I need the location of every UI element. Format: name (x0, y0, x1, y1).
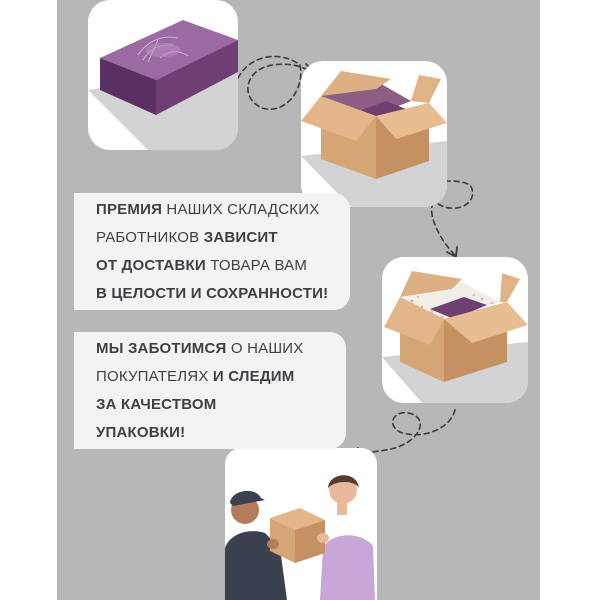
delivery-card (225, 448, 377, 600)
purple-gift-box-icon (88, 20, 238, 150)
regular-text: ТОВАРА ВАМ (205, 256, 308, 274)
bold-text: ЗА КАЧЕСТВОМ (96, 395, 217, 413)
bold-text: И СЛЕДИМ (212, 367, 295, 385)
packaging-care-message: МЫ ЗАБОТИМСЯ О НАШИХ ПОКУПАТЕЛЯХ И СЛЕДИ… (74, 332, 346, 449)
bold-text: УПАКОВКИ! (96, 423, 186, 441)
message-line: УПАКОВКИ! (96, 419, 346, 447)
message-line: В ЦЕЛОСТИ И СОХРАННОСТИ! (96, 280, 350, 308)
open-box-with-gift-icon (301, 71, 447, 207)
regular-text: НАШИХ СКЛАДСКИХ (162, 200, 320, 218)
box-with-padding-icon (382, 271, 528, 403)
message-line: МЫ ЗАБОТИМСЯ О НАШИХ (96, 335, 346, 363)
message-line: ПОКУПАТЕЛЯХ И СЛЕДИМ (96, 363, 346, 391)
regular-text: РАБОТНИКОВ (96, 228, 204, 246)
bold-text: ПРЕМИЯ (96, 200, 163, 218)
gift-box-card (88, 0, 238, 150)
regular-text: ПОКУПАТЕЛЯХ (96, 367, 213, 385)
message-line: ЗА КАЧЕСТВОМ (96, 391, 346, 419)
bold-text: В ЦЕЛОСТИ И СОХРАННОСТИ! (96, 284, 329, 302)
bold-text: ОТ ДОСТАВКИ (96, 256, 206, 274)
regular-text: О НАШИХ (226, 339, 304, 357)
bold-text: ЗАВИСИТ (203, 228, 278, 246)
message-line: ОТ ДОСТАВКИ ТОВАРА ВАМ (96, 252, 350, 280)
packed-box-card (382, 257, 528, 403)
warehouse-bonus-message: ПРЕМИЯ НАШИХ СКЛАДСКИХ РАБОТНИКОВ ЗАВИСИ… (74, 193, 350, 310)
courier-delivery-icon (225, 475, 375, 600)
message-line: ПРЕМИЯ НАШИХ СКЛАДСКИХ (96, 196, 350, 224)
message-line: РАБОТНИКОВ ЗАВИСИТ (96, 224, 350, 252)
open-box-card (301, 61, 447, 207)
bold-text: МЫ ЗАБОТИМСЯ (96, 339, 227, 357)
